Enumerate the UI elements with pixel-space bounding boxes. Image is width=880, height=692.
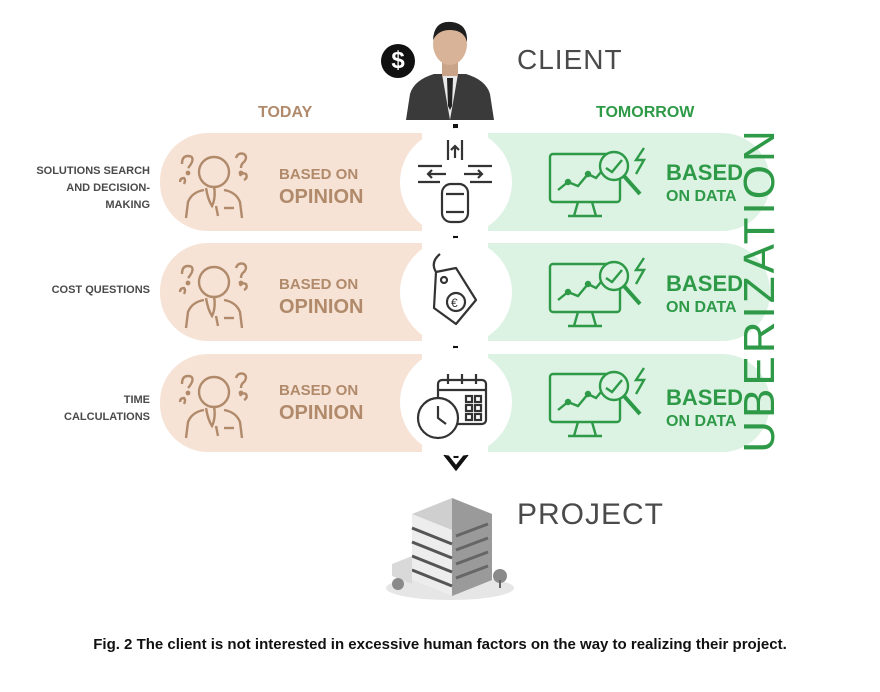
client-figure — [400, 14, 500, 120]
data-text: BASED ON DATA — [666, 385, 744, 431]
thinking-person-icon — [178, 258, 254, 335]
clock-calendar-icon — [416, 372, 492, 447]
center-notch — [400, 348, 512, 456]
data-text: BASED ON DATA — [666, 160, 744, 206]
monitor-analytics-icon — [548, 254, 658, 337]
opinion-text: BASED ON OPINION — [279, 166, 364, 208]
opinion-text: BASED ON OPINION — [279, 276, 364, 318]
price-tag-icon: € — [426, 250, 486, 335]
today-column-header: TODAY — [258, 104, 313, 121]
monitor-analytics-icon — [548, 364, 658, 447]
uberization-label: UBERIZATION — [735, 127, 784, 453]
tomorrow-column-header: TOMORROW — [596, 104, 695, 121]
data-text: BASED ON DATA — [666, 271, 744, 317]
thinking-person-icon — [178, 148, 254, 225]
businessman-icon — [406, 21, 494, 120]
opinion-text: BASED ON OPINION — [279, 382, 364, 424]
monitor-analytics-icon — [548, 144, 658, 227]
figure-caption: Fig. 2 The client is not interested in e… — [93, 636, 787, 653]
svg-text:€: € — [451, 296, 458, 310]
thinking-person-icon — [178, 368, 254, 445]
dollar-badge-icon: $ — [381, 44, 415, 78]
crossroads-car-icon — [418, 140, 492, 229]
row-label: COST QUESTIONS — [51, 284, 150, 296]
project-label: PROJECT — [517, 498, 665, 531]
building-icon — [372, 484, 522, 609]
client-label: CLIENT — [517, 44, 623, 75]
